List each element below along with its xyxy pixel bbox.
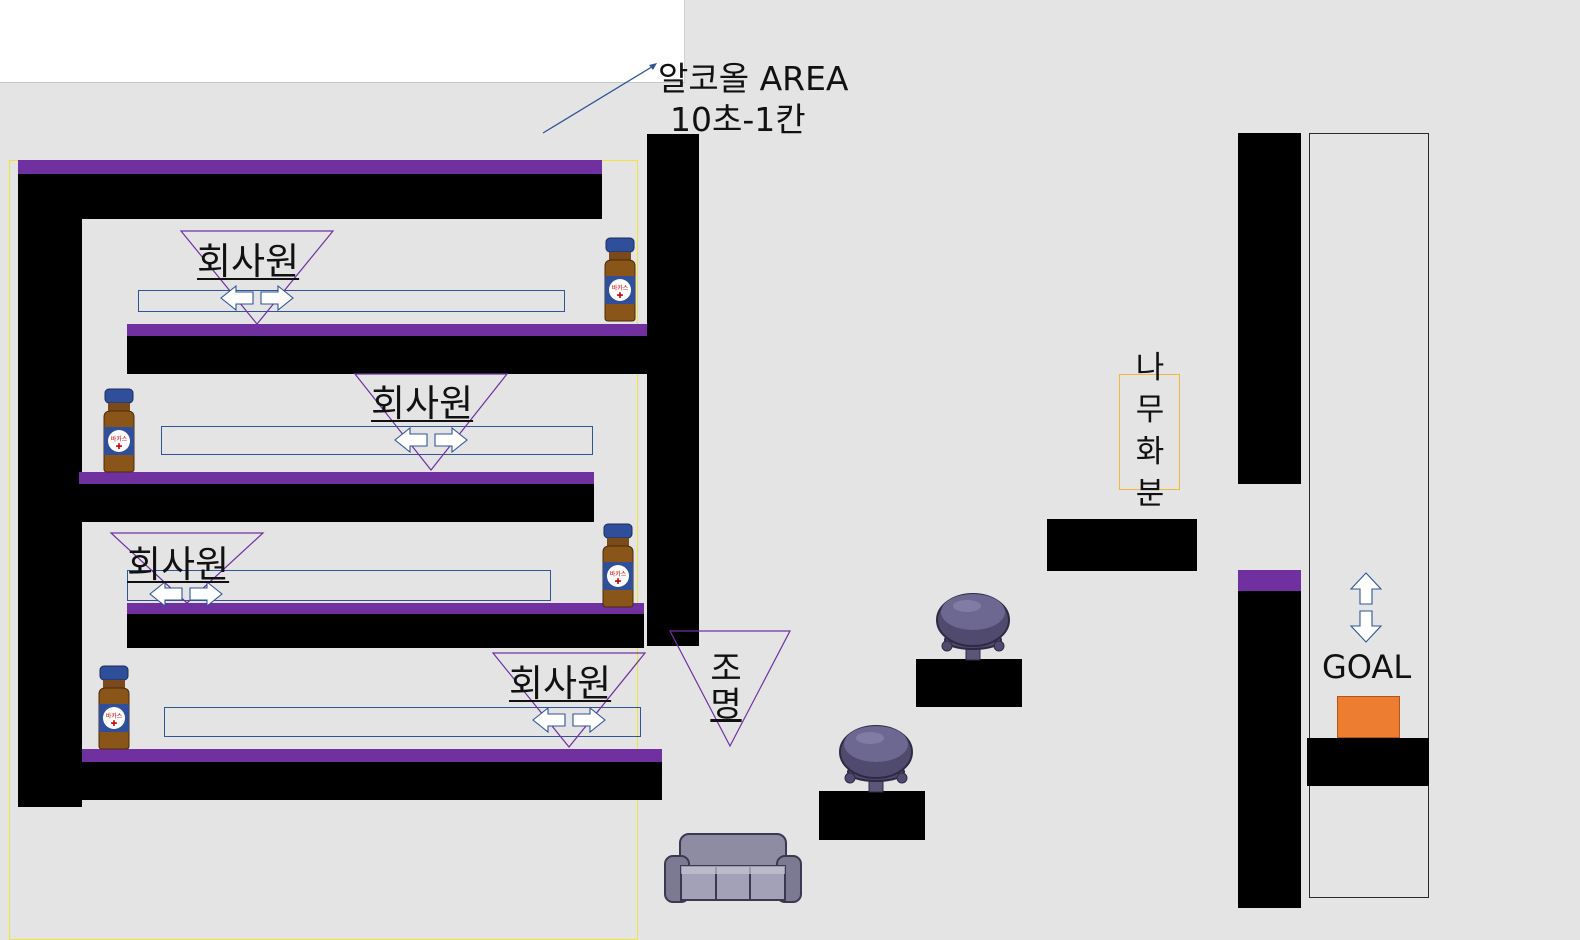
right-pillar xyxy=(647,134,699,646)
platform-floor-1-surface xyxy=(127,324,647,336)
worker-1-move-arrows xyxy=(220,284,294,312)
alcohol-bottle-icon[interactable]: 바카스 ✚ xyxy=(598,523,638,608)
plant-platform xyxy=(1047,519,1197,571)
worker-2-label: 회사원 xyxy=(371,382,474,425)
platform-floor-3-surface xyxy=(127,603,644,614)
goal-label: GOAL xyxy=(1322,648,1412,686)
alcohol-bottle-icon[interactable]: 바카스 ✚ xyxy=(600,237,640,322)
light-label-top: 조 xyxy=(710,649,742,689)
worker-4-vision-cone xyxy=(491,652,647,748)
svg-text:✚: ✚ xyxy=(617,291,624,300)
stool-icon xyxy=(936,593,1010,661)
worker-3-label: 회사원 xyxy=(127,543,230,586)
light-cone xyxy=(669,630,791,748)
stool-platform-high xyxy=(916,659,1022,707)
plant-selection-box xyxy=(1119,374,1180,490)
right-lower-wall xyxy=(1238,570,1301,908)
worker-1-label: 회사원 xyxy=(197,240,300,283)
alcohol-bottle-icon[interactable]: 바카스 ✚ xyxy=(94,665,134,750)
alcohol-area-label: 알코올 AREA xyxy=(658,59,849,98)
top-wall-surface xyxy=(18,160,602,174)
alcohol-bottle-icon[interactable]: 바카스 ✚ xyxy=(99,388,139,473)
platform-floor-4-surface xyxy=(82,749,662,762)
right-upper-wall xyxy=(1238,133,1301,484)
plant-label-char: 분 xyxy=(1135,475,1165,512)
bottle-label-text: 바카스 xyxy=(612,284,629,292)
worker-2-vision-cone xyxy=(353,373,509,471)
patrol-path-3 xyxy=(127,570,551,601)
left-wall xyxy=(18,219,82,807)
plant-label: 나 무 화 분 xyxy=(1125,348,1175,515)
svg-text:✚: ✚ xyxy=(116,442,123,451)
worker-4-label: 회사원 xyxy=(509,662,612,705)
patrol-path-4 xyxy=(164,707,641,737)
worker-3-vision-cone xyxy=(109,532,265,604)
stool-icon xyxy=(839,725,913,793)
goal-platform xyxy=(1307,738,1429,786)
svg-text:✚: ✚ xyxy=(111,719,118,728)
plant-label-char: 나 xyxy=(1135,350,1165,386)
worker-3-move-arrows xyxy=(149,580,223,608)
sofa-icon xyxy=(664,833,802,903)
light-label: 조 명 xyxy=(700,649,752,725)
right-lower-wall-surface xyxy=(1238,570,1301,591)
bottle-label-text: 바카스 xyxy=(111,435,128,443)
worker-2-move-arrows xyxy=(394,426,468,454)
plant-label-char: 무 xyxy=(1135,391,1165,428)
platform-floor-2-surface xyxy=(79,472,594,484)
worker-4-move-arrows xyxy=(532,706,606,734)
worker-1-vision-cone xyxy=(179,230,335,325)
bottle-label-text: 바카스 xyxy=(610,570,627,578)
goal-block[interactable] xyxy=(1337,696,1400,738)
patrol-path-2 xyxy=(161,426,593,455)
goal-elevator-arrows xyxy=(1349,572,1383,643)
plant-label-char: 화 xyxy=(1135,433,1165,470)
bottle-label-text: 바카스 xyxy=(106,712,123,720)
svg-text:✚: ✚ xyxy=(615,577,622,586)
alcohol-area-time: 10초-1칸 xyxy=(670,100,806,139)
stool-platform-low xyxy=(819,791,925,840)
light-label-bottom: 명 xyxy=(710,684,742,725)
patrol-path-1 xyxy=(138,290,565,312)
goal-shaft xyxy=(1309,133,1429,898)
